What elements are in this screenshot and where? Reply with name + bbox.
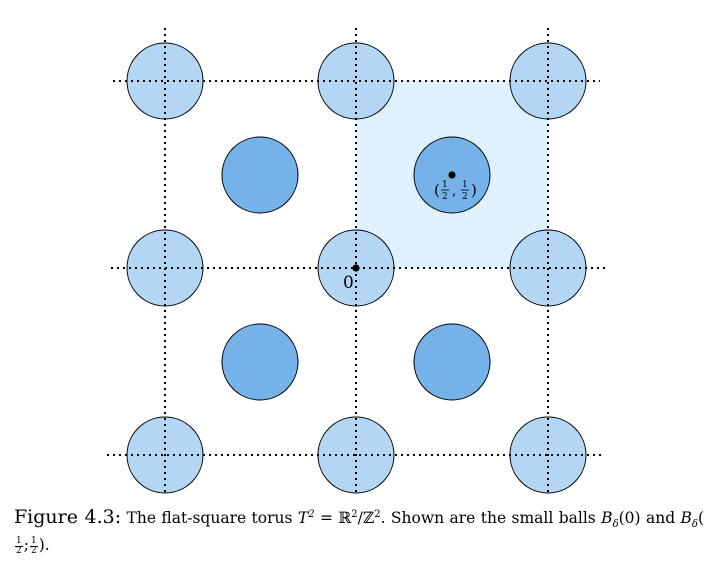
svg-text:2: 2: [442, 192, 448, 202]
half-point-label: ( 1 2 , 1 2 ): [434, 180, 477, 202]
equals-sign: =: [320, 509, 333, 528]
figure-caption: Figure 4.3: The flat-square torus T2 = ℝ…: [14, 504, 704, 556]
torus-figure: 0 ( 1 2 , 1 2 ): [107, 28, 609, 495]
origin-label: 0: [343, 273, 354, 293]
svg-text:,: ,: [452, 184, 456, 199]
half-point: [448, 171, 456, 179]
half-ball-lower-left: [221, 323, 299, 401]
torus-symbol: T2: [297, 509, 315, 528]
half-ball-lower-right: [413, 323, 491, 401]
svg-text:1: 1: [442, 180, 448, 190]
caption-text-part2: . Shown are the small balls: [380, 509, 596, 528]
svg-text:(: (: [434, 181, 440, 199]
svg-text:): ): [471, 181, 477, 199]
ball-arg-origin: (0): [618, 509, 641, 528]
caption-text-part1: The flat-square torus: [126, 509, 293, 528]
lattice-grid-lines: [107, 28, 609, 495]
ball-at-origin: Bδ: [601, 509, 619, 531]
svg-text:1: 1: [462, 180, 468, 190]
svg-text:2: 2: [462, 192, 468, 202]
caption-lead: Figure 4.3:: [14, 506, 122, 529]
half-ball-upper-left: [221, 136, 299, 214]
small-balls-group: [221, 136, 491, 401]
origin-point: [352, 264, 360, 272]
caption-and: and: [645, 509, 676, 528]
reals-symbol: ℝ2/ℤ2: [338, 509, 381, 528]
ball-at-half: Bδ: [680, 509, 698, 531]
